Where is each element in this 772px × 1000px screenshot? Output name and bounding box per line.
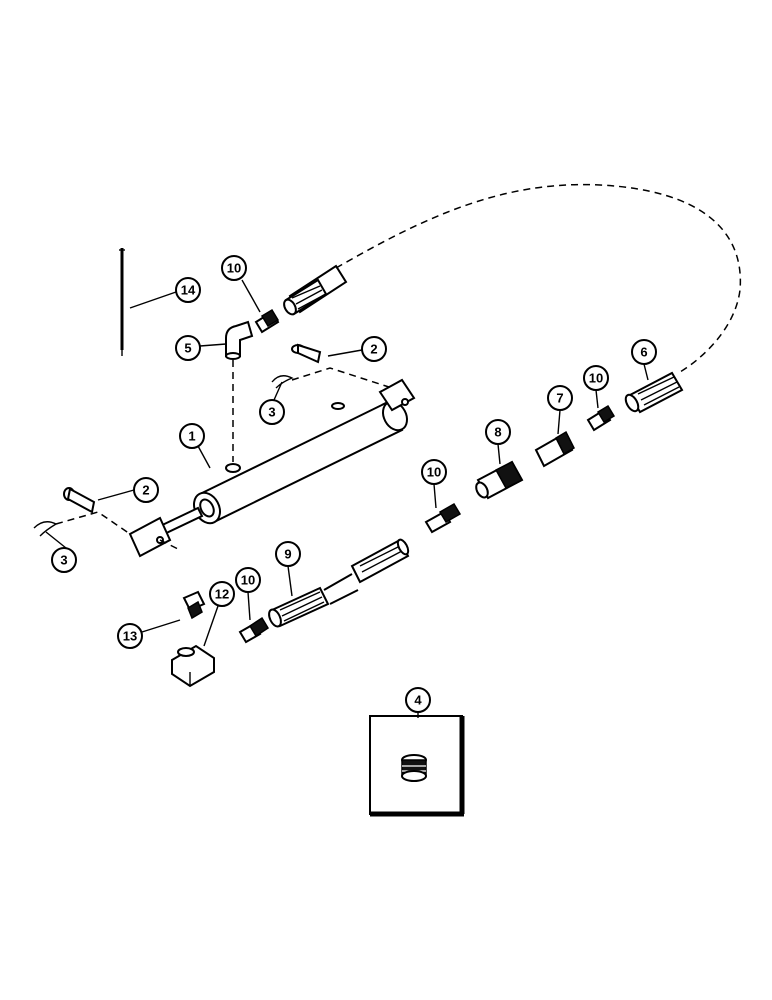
- callout-3-lower: 3: [51, 547, 77, 573]
- callout-8: 8: [485, 419, 511, 445]
- callout-9-label: 9: [284, 547, 291, 562]
- hose-loop: [335, 183, 742, 373]
- dash-rod-end: [159, 539, 181, 551]
- pin-part-2-upper: [291, 343, 322, 364]
- callout-4: 4: [405, 687, 431, 713]
- rod-part-14: [119, 248, 125, 356]
- callout-12: 12: [209, 581, 235, 607]
- dash-pin-to-clevis: [291, 367, 393, 389]
- inset-box-part-4: [369, 715, 465, 817]
- callout-10-right: 10: [583, 365, 609, 391]
- clip-part-3-lower: [33, 521, 58, 537]
- callout-8-label: 8: [494, 425, 501, 440]
- callout-9: 9: [275, 541, 301, 567]
- callout-12-label: 12: [215, 587, 229, 602]
- elbow-fitting-part-5: [225, 320, 254, 360]
- callout-5: 5: [175, 335, 201, 361]
- coupler-part-8: [475, 460, 524, 500]
- callout-2-upper-label: 2: [370, 342, 377, 357]
- callout-3-upper: 3: [259, 399, 285, 425]
- fitting-part-10-mid: [424, 502, 462, 534]
- callout-13-label: 13: [123, 629, 137, 644]
- fitting-part-10-lower: [238, 616, 270, 644]
- hose-upper-segment: [283, 264, 348, 316]
- callout-10-lower-label: 10: [241, 573, 255, 588]
- callout-10-top-label: 10: [227, 261, 241, 276]
- hose-part-9: [268, 538, 410, 628]
- callout-5-label: 5: [184, 341, 191, 356]
- callout-6: 6: [631, 339, 657, 365]
- callout-10-mid-label: 10: [427, 465, 441, 480]
- callout-10-mid: 10: [421, 459, 447, 485]
- coupler-part-7: [534, 430, 575, 468]
- leader-lines: [45, 279, 649, 718]
- callout-1-label: 1: [188, 429, 195, 444]
- callout-6-label: 6: [640, 345, 647, 360]
- callout-2-lower-label: 2: [142, 483, 149, 498]
- cylinder-part-1: [128, 378, 416, 558]
- fitting-part-10-right: [586, 404, 616, 432]
- callout-14: 14: [175, 277, 201, 303]
- callout-10-right-label: 10: [589, 371, 603, 386]
- callout-4-label: 4: [414, 693, 422, 708]
- callout-3-lower-label: 3: [60, 553, 67, 568]
- callout-14-label: 14: [181, 283, 196, 298]
- callout-7: 7: [547, 385, 573, 411]
- clip-part-3-upper: [271, 375, 294, 389]
- callout-10-top: 10: [221, 255, 247, 281]
- fitting-part-13: [182, 590, 206, 620]
- callout-2-upper: 2: [361, 336, 387, 362]
- callout-13: 13: [117, 623, 143, 649]
- callout-10-lower: 10: [235, 567, 261, 593]
- plug-part-4: [401, 754, 427, 782]
- callout-3-upper-label: 3: [268, 405, 275, 420]
- dash-lower-pin: [55, 511, 131, 535]
- pin-part-2-lower: [63, 487, 96, 514]
- callout-1: 1: [179, 423, 205, 449]
- callout-2-lower: 2: [133, 477, 159, 503]
- callout-7-label: 7: [556, 391, 563, 406]
- fitting-part-10-top: [254, 308, 280, 334]
- hose-part-6: [624, 371, 684, 414]
- tee-fitting-part-12: [171, 644, 215, 688]
